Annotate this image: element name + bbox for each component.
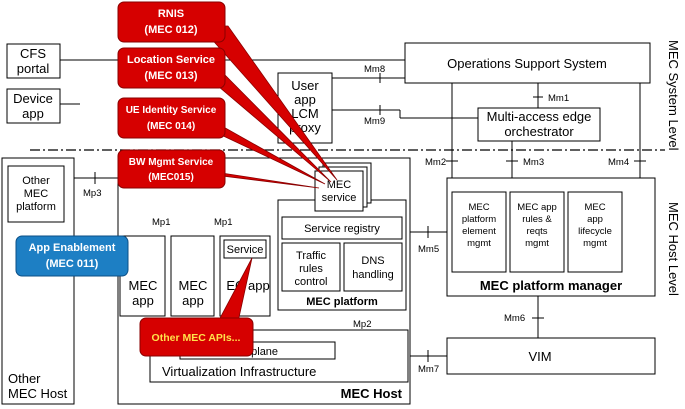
mm3-label: Mm3: [523, 157, 544, 168]
ue-identity-callout: UE Identity Service (MEC 014): [117, 97, 226, 139]
mec-service-label-1: MEC: [327, 179, 352, 191]
other-platform-label-1: Other: [22, 175, 50, 187]
app-enablement-callout: App Enablement (MEC 011): [15, 235, 129, 277]
ue-identity-label-2: (MEC 014): [147, 121, 195, 132]
mec-platform-label: MEC platform: [306, 296, 378, 308]
mec-app-1-label-2: app: [132, 293, 154, 308]
mm6-label: Mm6: [504, 313, 525, 324]
vim-box: VIM: [446, 337, 656, 375]
pem-label-3: element: [462, 226, 496, 237]
platform-element-mgmt-box: MEC platform element mgmt: [451, 191, 507, 273]
mm5-label: Mm5: [418, 244, 439, 255]
other-apis-callout: Other MEC APIs...: [139, 317, 254, 357]
traffic-rules-box: Traffic rules control: [281, 242, 341, 292]
mec-app-2-label-2: app: [182, 293, 204, 308]
oss-box: Operations Support System: [404, 42, 651, 84]
app-rules-reqts-mgmt-box: MEC app rules & reqts mgmt: [509, 191, 565, 273]
host-level-label: MEC Host Level: [666, 202, 681, 296]
arr-label-1: MEC app: [517, 202, 557, 213]
mec-app-2-label-1: MEC: [179, 278, 208, 293]
rnis-label-2: (MEC 012): [144, 24, 198, 36]
alm-label-2: app: [587, 214, 603, 225]
dns-label-1: DNS: [361, 255, 384, 267]
rnis-callout: RNIS (MEC 012): [117, 1, 226, 43]
dns-handling-box: DNS handling: [343, 242, 403, 292]
orchestrator-label-1: Multi-access edge: [487, 109, 592, 124]
mp3-label: Mp3: [83, 188, 101, 199]
bw-mgmt-label-2: (MEC015): [148, 172, 194, 183]
arr-label-2: rules &: [522, 214, 552, 225]
orchestrator-box: Multi-access edge orchestrator: [477, 107, 601, 142]
mec-service-box: MEC service: [314, 162, 372, 212]
virtualization-infrastructure-label: Virtualization Infrastructure: [162, 364, 316, 379]
bw-mgmt-callout: BW Mgmt Service (MEC015): [117, 149, 226, 189]
arr-label-3: reqts: [526, 226, 547, 237]
cfs-portal-label-2: portal: [17, 61, 50, 76]
location-service-callout: Location Service (MEC 013): [117, 47, 226, 89]
lcm-proxy-label-3: LCM: [291, 106, 318, 121]
pem-label-4: mgmt: [467, 238, 491, 249]
lcm-proxy-label-1: User: [291, 78, 319, 93]
device-app-label-2: app: [22, 106, 44, 121]
cfs-portal-label-1: CFS: [20, 46, 46, 61]
other-platform-label-2: MEC: [24, 188, 49, 200]
app-enablement-label-1: App Enablement: [29, 242, 116, 254]
mec-app-3-label: EC app: [226, 278, 269, 293]
mec-app-1-box: MEC app: [119, 235, 166, 317]
mm1-label: Mm1: [548, 93, 569, 104]
device-app-box: Device app: [6, 88, 61, 124]
arr-label-4: mgmt: [525, 238, 549, 249]
system-level-label: MEC System Level: [666, 40, 681, 151]
other-apis-label: Other MEC APIs...: [152, 332, 241, 344]
other-platform-label-3: platform: [16, 201, 56, 213]
alm-label-3: lifecycle: [578, 226, 612, 237]
traffic-rules-label-1: Traffic: [296, 250, 326, 262]
alm-label-1: MEC: [584, 202, 605, 213]
location-service-label-1: Location Service: [127, 54, 215, 66]
platform-manager-label: MEC platform manager: [480, 278, 622, 293]
location-service-label-2: (MEC 013): [144, 70, 198, 82]
mec-host-label: MEC Host: [341, 386, 403, 401]
cfs-portal-box: CFS portal: [6, 43, 61, 79]
reference-point-labels: Mm8 Mm9 Mm1 Mm2 Mm3 Mm4 Mm5 Mm6 Mm7 Mp1 …: [83, 64, 629, 375]
lcm-proxy-label-2: app: [294, 92, 316, 107]
service-registry-box: Service registry: [281, 216, 403, 240]
callout-pointers: [189, 25, 338, 323]
app-lifecycle-mgmt-box: MEC app lifecycle mgmt: [567, 191, 623, 273]
dns-label-2: handling: [352, 269, 394, 281]
oss-label: Operations Support System: [447, 56, 607, 71]
mm7-label: Mm7: [418, 364, 439, 375]
user-app-lcm-proxy-box: User app LCM proxy: [277, 72, 333, 144]
device-app-label-1: Device: [13, 91, 53, 106]
mec-service-label-2: service: [322, 192, 357, 204]
mec-app-1-label-1: MEC: [129, 278, 158, 293]
rnis-label-1: RNIS: [158, 8, 184, 20]
orchestrator-label-2: orchestrator: [504, 124, 574, 139]
mp1-b-label: Mp1: [214, 217, 232, 228]
bw-mgmt-label-1: BW Mgmt Service: [129, 157, 214, 168]
traffic-rules-label-2: rules: [299, 263, 323, 275]
service-small-label: Service: [227, 244, 264, 256]
mm4-label: Mm4: [608, 157, 629, 168]
alm-label-4: mgmt: [583, 238, 607, 249]
mp1-a-label: Mp1: [152, 217, 170, 228]
pem-label-1: MEC: [468, 202, 489, 213]
mm8-label: Mm8: [364, 64, 385, 75]
service-registry-label: Service registry: [304, 223, 380, 235]
ue-identity-label-1: UE Identity Service: [126, 105, 217, 116]
other-mec-platform-box: Other MEC platform: [7, 165, 65, 223]
other-mec-host-label-1: Other: [8, 371, 41, 386]
mp2-label: Mp2: [353, 319, 371, 330]
service-small-box: Service: [223, 239, 267, 259]
other-mec-host-label-2: MEC Host: [8, 386, 68, 401]
mm9-label: Mm9: [364, 116, 385, 127]
mec-app-2-box: MEC app: [170, 235, 215, 317]
pem-label-2: platform: [462, 214, 496, 225]
traffic-rules-label-3: control: [294, 276, 327, 288]
app-enablement-label-2: (MEC 011): [46, 258, 99, 270]
vim-label: VIM: [528, 349, 551, 364]
mm2-label: Mm2: [425, 157, 446, 168]
